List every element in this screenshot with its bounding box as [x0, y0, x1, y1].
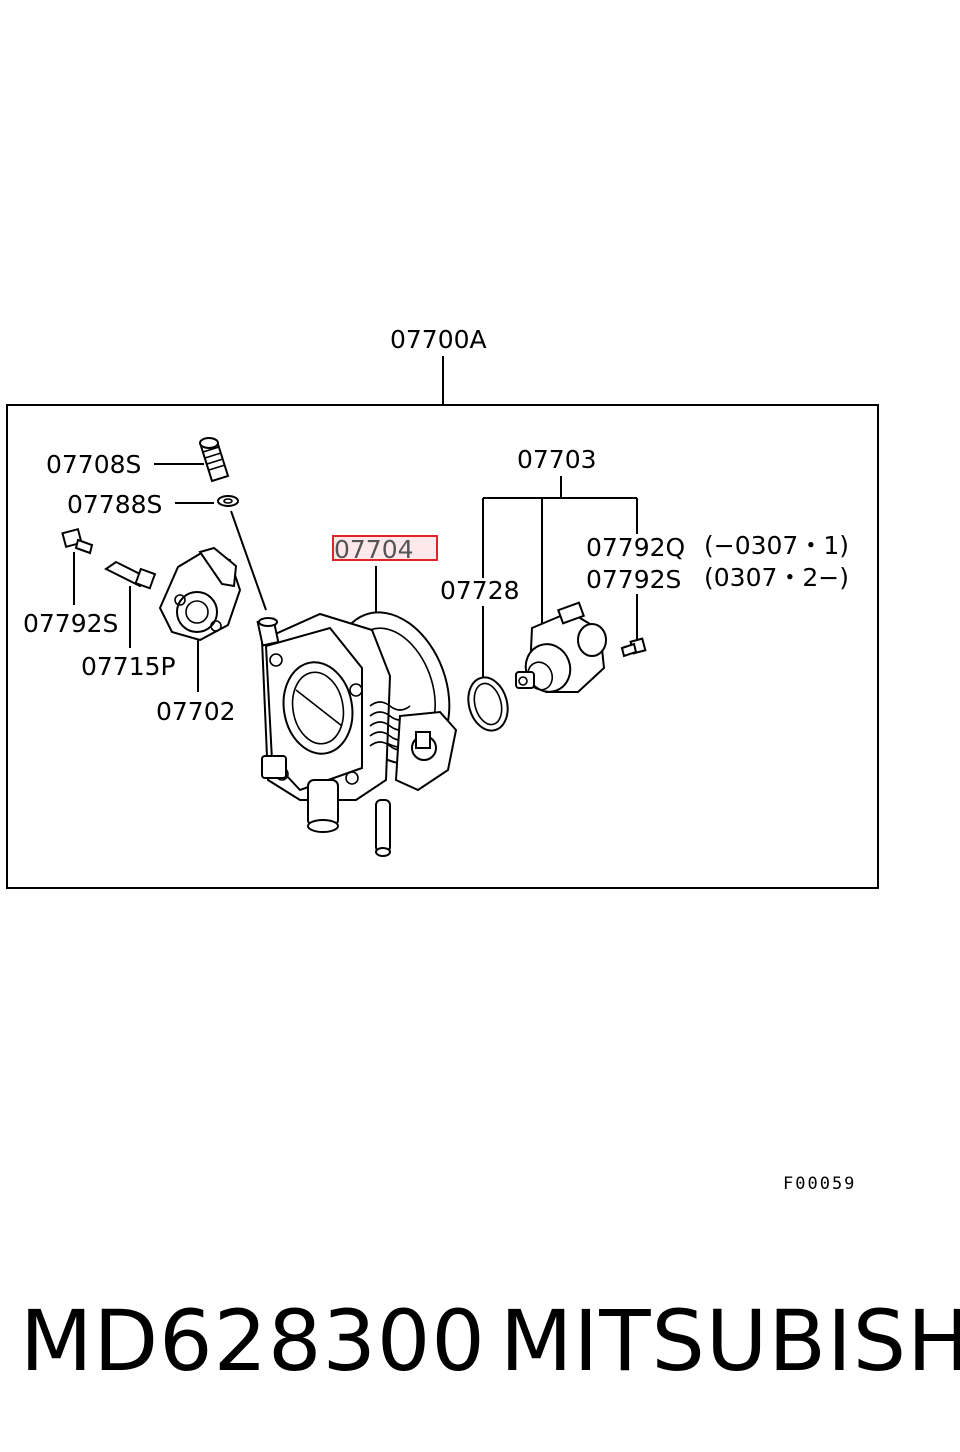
footer-brand: MITSUBISHI	[500, 1292, 960, 1390]
idle-control-valve-drawing	[515, 601, 607, 693]
assembly-frame	[6, 404, 879, 889]
label-07704[interactable]: 07704	[334, 535, 414, 564]
footer-part-number: MD628300	[20, 1292, 486, 1390]
label-07700A[interactable]: 07700A	[390, 325, 487, 354]
label-07703[interactable]: 07703	[517, 445, 597, 474]
throttle-body-07704-drawing	[256, 611, 458, 857]
label-07708S[interactable]: 07708S	[46, 450, 141, 479]
label-07702[interactable]: 07702	[156, 697, 236, 726]
screw-07792-right-drawing	[620, 637, 647, 658]
label-07792S-right[interactable]: 07792S	[586, 565, 681, 594]
washer-07788s-drawing	[217, 495, 267, 611]
label-07792S-left[interactable]: 07792S	[23, 609, 118, 638]
sensor-07702-drawing	[158, 546, 242, 642]
label-07788S[interactable]: 07788S	[67, 490, 162, 519]
label-07792S-right-range: (0307・2−)	[704, 563, 849, 592]
label-07715P[interactable]: 07715P	[81, 652, 176, 681]
bolt-07708s-drawing	[199, 437, 230, 483]
o-ring-07728-drawing	[467, 676, 509, 732]
label-07728[interactable]: 07728	[440, 576, 520, 605]
label-07792Q[interactable]: 07792Q	[586, 533, 685, 562]
highlight-box-07704	[332, 535, 438, 561]
figure-code: F00059	[783, 1174, 856, 1194]
screw-07792s-left-drawing	[61, 527, 94, 555]
connector-07715p-drawing	[104, 560, 157, 590]
label-07792Q-range: (−0307・1)	[704, 531, 849, 560]
